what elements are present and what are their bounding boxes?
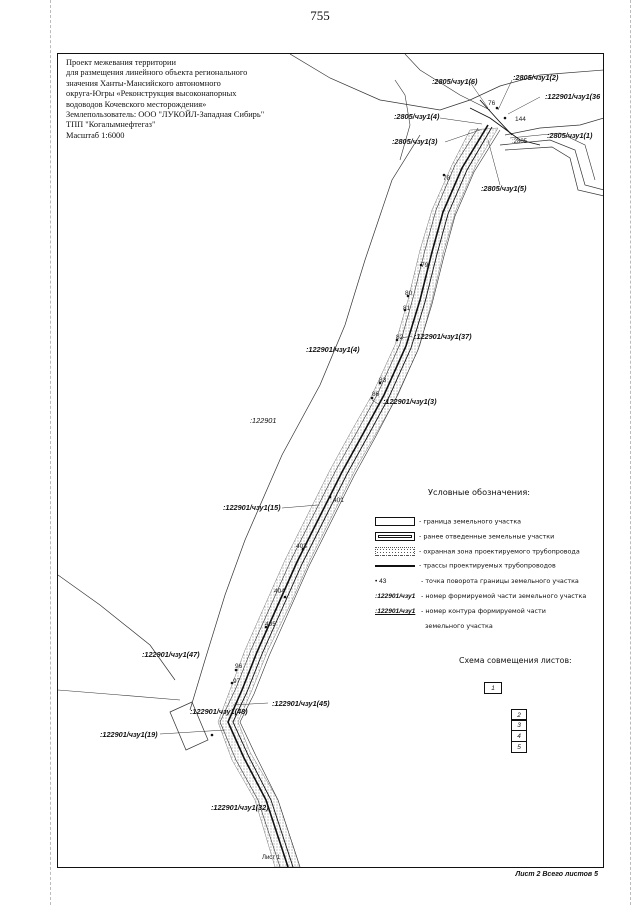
parcel-label: :122901/чзу1(45) bbox=[272, 699, 330, 708]
pipeline-route-second bbox=[232, 126, 493, 867]
legend-item: - трассы проектируемых трубопроводов bbox=[375, 561, 556, 573]
legend-symbol bbox=[375, 561, 415, 570]
parcel-label: :122901/чзу1(32) bbox=[211, 803, 269, 812]
legend-item: - граница земельного участка bbox=[375, 517, 521, 529]
leader-1 bbox=[469, 81, 489, 109]
page-number: 755 bbox=[310, 8, 330, 23]
title-line: значения Ханты-Мансийского автономного bbox=[66, 78, 221, 88]
parcel-boundary-road-right-2 bbox=[499, 139, 603, 191]
map-scale: Масштаб 1:6000 bbox=[66, 130, 125, 140]
parcel-label: :122901/чзу1(19) bbox=[100, 730, 158, 739]
point-number: 80 bbox=[405, 290, 413, 297]
parcel-boundary-top-2 bbox=[404, 54, 491, 111]
parcel-rectangle bbox=[169, 701, 209, 751]
sheet-edge-right bbox=[630, 0, 631, 905]
parcel-label: :2805/чзу1(4) bbox=[394, 112, 440, 121]
parcel-label: :122901/чзу1(3) bbox=[383, 397, 437, 406]
parcel-label: :122901/чзу1(36 bbox=[545, 92, 601, 101]
legend-item: • 43- точка поворота границы земельного … bbox=[375, 577, 579, 585]
title-line: Землепользователь: ООО "ЛУКОЙЛ-Западная … bbox=[66, 110, 265, 120]
legend-symbol bbox=[375, 547, 415, 556]
map-frame bbox=[57, 53, 604, 868]
legend-item: - ранее отведенные земельные участки bbox=[375, 532, 554, 544]
point-number: 83 bbox=[379, 377, 387, 384]
point-number: 401 bbox=[333, 497, 344, 504]
sheet-box: 1 bbox=[484, 682, 502, 694]
parcel-boundary-top bbox=[289, 54, 603, 111]
legend-item-continuation: земельного участка bbox=[425, 622, 493, 630]
parcel-label: :122901/чзу1(47) bbox=[142, 650, 200, 659]
parcel-label: :2805/чзу1(1) bbox=[547, 131, 593, 140]
title-line: ТПП "Когалымнефтегаз" bbox=[66, 120, 156, 130]
point-number: 404 bbox=[274, 588, 285, 595]
parcel-boundary-east bbox=[239, 129, 501, 867]
legend-item: :122901/чзу1- номер формируемой части зе… bbox=[375, 592, 587, 600]
parcel-label: :122901/чзу1(15) bbox=[223, 503, 281, 512]
turning-points bbox=[210, 106, 507, 737]
parcel-boundary-west-3 bbox=[58, 689, 181, 701]
leader-9 bbox=[281, 504, 319, 509]
parcel-label: :122901/чзу1(4) bbox=[306, 345, 360, 354]
point-number: 405 bbox=[265, 621, 276, 628]
parcel-label: :122901/чзу1(48) bbox=[190, 707, 248, 716]
point-number: 96 bbox=[235, 663, 243, 670]
parcel-label: :2805/чзу1(2) bbox=[513, 73, 559, 82]
sheet-edge-left bbox=[50, 0, 51, 905]
point-number: 144 bbox=[515, 116, 526, 123]
sheet-box: 2 bbox=[511, 709, 527, 721]
leader-10 bbox=[232, 702, 269, 706]
legend-symbol: :122901/чзу1 bbox=[375, 608, 416, 615]
leader-5 bbox=[444, 129, 481, 143]
parcel-label: :122901 bbox=[250, 416, 277, 425]
parcel-label: :2805/чзу1(5) bbox=[481, 184, 527, 193]
leader-2 bbox=[497, 79, 513, 111]
parcel-label: :2805/чзу1(3) bbox=[392, 137, 438, 146]
sheet-footer: Лист 2 Всего листов 5 bbox=[515, 871, 598, 878]
point-number: 403 bbox=[296, 543, 307, 550]
parcel-label: :122901/чзу1(37) bbox=[414, 332, 472, 341]
leader-8 bbox=[371, 399, 381, 406]
point-number: 97 bbox=[233, 678, 241, 685]
parcel-boundary-road-right bbox=[504, 117, 603, 136]
leader-4 bbox=[439, 117, 483, 125]
parcel-boundary-west-near bbox=[219, 127, 479, 867]
parcel-boundary-road-right-3 bbox=[504, 146, 603, 197]
title-line: для размещения линейного объекта региона… bbox=[66, 68, 248, 78]
legend-symbol bbox=[375, 517, 415, 526]
point-number: 78 bbox=[443, 175, 451, 182]
sheet-scheme-title: Схема совмещения листов: bbox=[459, 656, 572, 665]
legend-item: - охранная зона проектируемого трубопров… bbox=[375, 547, 580, 559]
leader-6 bbox=[487, 139, 501, 186]
sheet-box: 5 bbox=[511, 741, 527, 753]
pipeline-crossing-top-2 bbox=[479, 99, 513, 136]
parcel-boundary-left-top bbox=[394, 79, 411, 161]
parcel-boundary-west-2 bbox=[58, 574, 176, 681]
parcel-boundary-west bbox=[189, 134, 421, 711]
title-line: округа-Югры «Реконструкция высоконапорны… bbox=[66, 89, 237, 99]
parcel-label: :2805 bbox=[512, 139, 528, 145]
legend-item: :122901/чзу1- номер контура формируемой … bbox=[375, 607, 546, 615]
legend-title: Условные обозначения: bbox=[428, 487, 531, 497]
protection-zone bbox=[217, 127, 499, 867]
parcel-label: :2805/чзу1(6) bbox=[432, 77, 478, 86]
leader-3 bbox=[507, 96, 541, 115]
point-number: 76 bbox=[488, 100, 496, 107]
leader-11 bbox=[159, 729, 226, 735]
point-number: 86 bbox=[372, 391, 380, 398]
title-line: водоводов Кочевского месторождения» bbox=[66, 99, 207, 109]
title-block: Проект межевания территории для размещен… bbox=[66, 58, 306, 141]
point-number: 81 bbox=[403, 305, 411, 312]
legend-symbol: • 43 bbox=[375, 578, 387, 585]
title-line: Проект межевания территории bbox=[66, 58, 176, 67]
continuation-note: Лист 1 bbox=[262, 855, 281, 861]
point-number: 79 bbox=[421, 262, 429, 269]
parcel-boundary-road-right-4 bbox=[509, 132, 596, 181]
pipeline-crossing-top bbox=[469, 107, 541, 146]
legend-symbol bbox=[375, 532, 415, 541]
leader-7 bbox=[401, 335, 413, 339]
point-number: 82 bbox=[396, 334, 404, 341]
legend-symbol: :122901/чзу1 bbox=[375, 593, 416, 600]
